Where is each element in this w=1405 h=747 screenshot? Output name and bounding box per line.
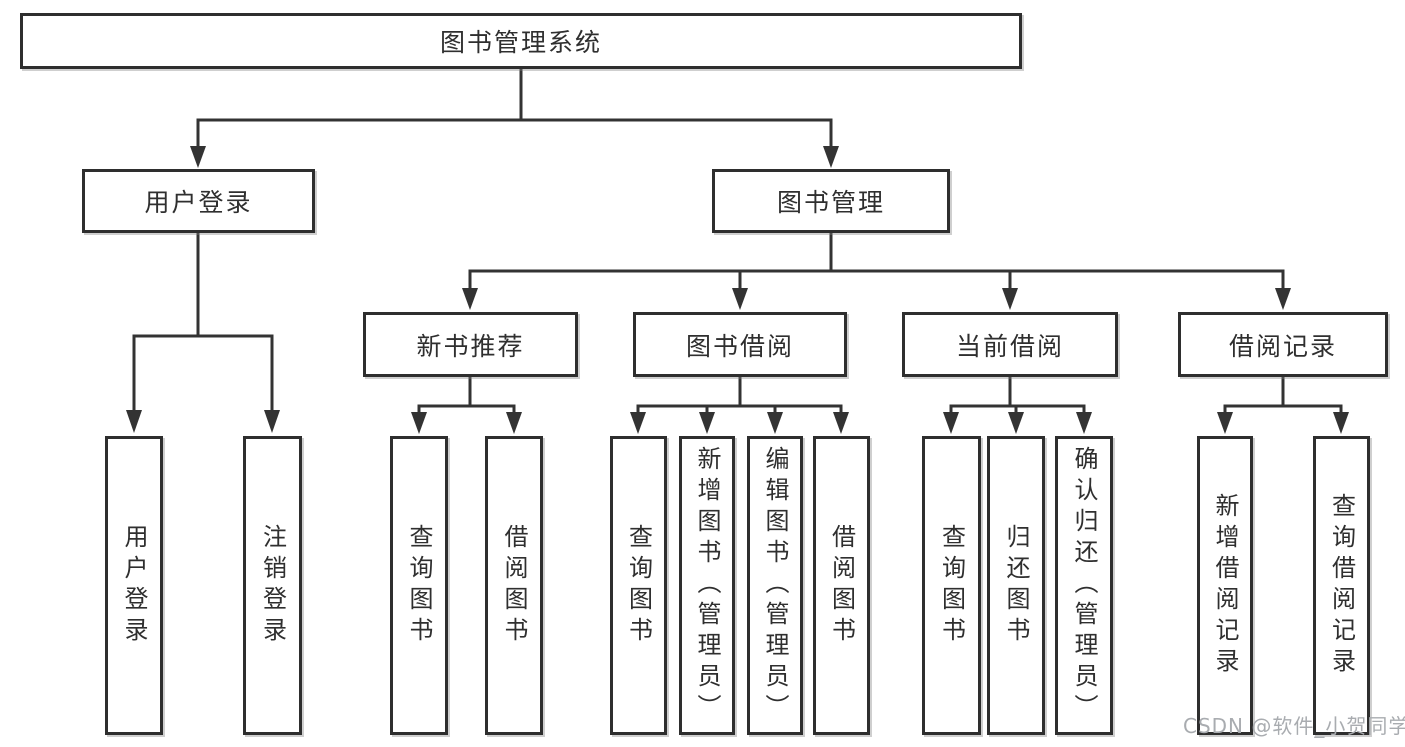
connector-root-split [190, 66, 839, 168]
leaf-add-borrow-record: 新增借阅记录 [1197, 436, 1253, 735]
arrowhead [1008, 412, 1024, 434]
leaf-search-borrow-record: 查询借阅记录 [1313, 436, 1370, 735]
arrowhead [506, 412, 522, 434]
leaf-logout: 注销登录 [243, 436, 302, 735]
arrowhead [411, 412, 427, 434]
line [468, 230, 1285, 293]
connector-book-borrow-split [630, 375, 849, 434]
arrowhead [1333, 412, 1349, 434]
node-book-borrow: 图书借阅 [633, 312, 847, 377]
arrowhead [264, 410, 280, 433]
arrowhead [732, 288, 748, 310]
leaf-edit-book-admin: 编辑图书（管理员） [747, 436, 803, 735]
arrowhead [833, 412, 849, 434]
leaf-current-search-book: 查询图书 [922, 436, 981, 735]
line [417, 375, 516, 416]
line [1223, 375, 1343, 416]
leaf-return-book: 归还图书 [987, 436, 1045, 735]
node-root-library-system: 图书管理系统 [20, 13, 1022, 69]
arrowhead [943, 412, 959, 434]
line [196, 66, 833, 152]
leaf-confirm-return-admin: 确认归还（管理员） [1055, 436, 1113, 735]
arrowhead [126, 410, 142, 433]
arrowhead [823, 146, 839, 168]
connector-borrow-records-split [1217, 375, 1349, 434]
arrowhead [699, 412, 715, 434]
connector-book-management-split [462, 230, 1291, 310]
arrowhead [1002, 288, 1018, 310]
connector-user-login-split [126, 230, 280, 433]
arrowhead [1275, 288, 1291, 310]
connector-current-borrow-split [943, 375, 1092, 434]
leaf-add-book-admin: 新增图书（管理员） [679, 436, 735, 735]
node-book-management: 图书管理 [712, 169, 950, 233]
leaf-borrow-book: 借阅图书 [813, 436, 870, 735]
leaf-newbook-search-book: 查询图书 [390, 436, 448, 735]
leaf-newbook-borrow-book: 借阅图书 [485, 436, 543, 735]
connector-new-book-split [411, 375, 522, 434]
line [949, 375, 1086, 416]
arrowhead [767, 412, 783, 434]
node-user-login: 用户登录 [82, 169, 315, 233]
node-current-borrow: 当前借阅 [902, 312, 1118, 377]
leaf-user-login: 用户登录 [105, 436, 163, 735]
line [636, 375, 843, 416]
arrowhead [1076, 412, 1092, 434]
node-new-book-recommend: 新书推荐 [363, 312, 578, 377]
leaf-borrow-search-book: 查询图书 [610, 436, 667, 735]
arrowhead [630, 412, 646, 434]
arrowhead [1217, 412, 1233, 434]
line [132, 230, 274, 414]
csdn-watermark: CSDN @软件_小贺同学 [1183, 714, 1405, 738]
arrowhead [462, 288, 478, 310]
node-borrow-records: 借阅记录 [1178, 312, 1388, 377]
arrowhead [190, 146, 206, 168]
